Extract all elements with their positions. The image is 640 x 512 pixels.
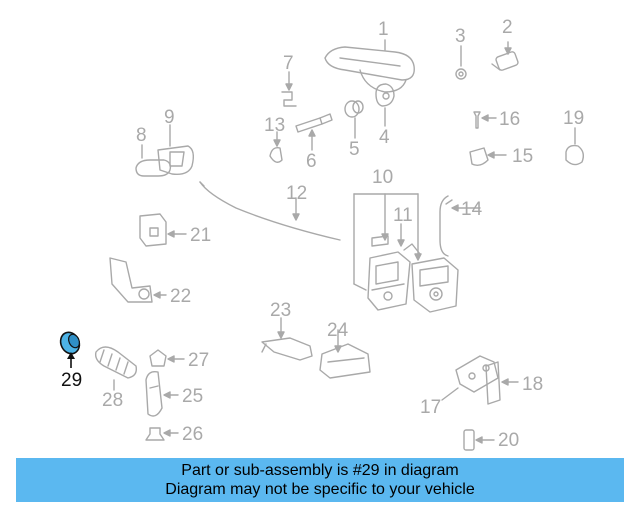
part-20-pad bbox=[463, 429, 495, 451]
part-8-inside-handle bbox=[135, 144, 172, 177]
part-19-grommet bbox=[565, 127, 585, 166]
callout-26: 26 bbox=[182, 424, 204, 445]
banner-line-part: Part or sub-assembly is #29 in diagram bbox=[181, 462, 459, 479]
latch-assembly bbox=[367, 243, 459, 313]
callout-2: 2 bbox=[502, 17, 513, 38]
part-22-hinge bbox=[109, 257, 167, 303]
callout-27: 27 bbox=[188, 350, 210, 371]
callout-11: 11 bbox=[393, 205, 413, 226]
part-25-guide bbox=[145, 370, 179, 417]
callout-15: 15 bbox=[512, 146, 534, 167]
banner-line-disclaimer: Diagram may not be specific to your vehi… bbox=[165, 481, 475, 498]
callout-22: 22 bbox=[170, 286, 192, 307]
part-14-rod bbox=[439, 195, 481, 257]
part-23-bracket bbox=[261, 317, 313, 361]
part-9-handle-housing bbox=[157, 124, 195, 176]
callout-18: 18 bbox=[522, 374, 544, 395]
info-banner: Part or sub-assembly is #29 in diagram D… bbox=[16, 458, 624, 502]
part-28-boot bbox=[94, 346, 138, 391]
part-7-clip bbox=[281, 71, 297, 107]
part-29-highlighted bbox=[59, 331, 81, 368]
part-3-ring bbox=[455, 45, 467, 80]
callout-14: 14 bbox=[461, 199, 483, 220]
callout-10: 10 bbox=[372, 167, 394, 188]
part-15-nut bbox=[469, 147, 507, 167]
part-5-spacer bbox=[344, 100, 364, 139]
part-10-leaders bbox=[353, 193, 422, 291]
part-13-clip bbox=[269, 131, 283, 163]
callout-25: 25 bbox=[182, 386, 204, 407]
callout-29-highlighted: 29 bbox=[61, 370, 83, 391]
callout-9: 9 bbox=[164, 107, 175, 128]
callout-20: 20 bbox=[498, 430, 520, 451]
part-24-cover bbox=[319, 329, 371, 379]
callout-1: 1 bbox=[378, 19, 389, 40]
callout-6: 6 bbox=[306, 151, 317, 172]
part-27-nut bbox=[149, 349, 185, 367]
part-21-bracket bbox=[139, 213, 187, 247]
part-12-rod bbox=[199, 181, 341, 241]
part-16-screw bbox=[473, 111, 497, 129]
callout-8: 8 bbox=[136, 125, 147, 146]
part-26-bolt bbox=[145, 427, 179, 441]
callout-5: 5 bbox=[349, 139, 360, 160]
callout-17: 17 bbox=[420, 397, 442, 418]
callout-21: 21 bbox=[190, 225, 212, 246]
part-2-lock-cylinder bbox=[491, 41, 519, 71]
part-17-striker bbox=[441, 355, 499, 401]
part-11-leader bbox=[371, 223, 405, 247]
callout-7: 7 bbox=[283, 53, 294, 74]
callout-23: 23 bbox=[270, 300, 292, 321]
callout-4: 4 bbox=[379, 127, 390, 148]
callout-3: 3 bbox=[455, 26, 466, 47]
callout-16: 16 bbox=[499, 109, 521, 130]
part-4-bracket bbox=[375, 83, 395, 127]
callout-12: 12 bbox=[286, 183, 308, 204]
callout-24: 24 bbox=[327, 320, 349, 341]
part-18-plate bbox=[485, 361, 519, 405]
callout-28: 28 bbox=[102, 390, 124, 411]
callout-13: 13 bbox=[264, 115, 286, 136]
part-1-outside-handle bbox=[324, 39, 415, 93]
callout-19: 19 bbox=[563, 108, 585, 129]
part-6-rod bbox=[295, 113, 333, 151]
